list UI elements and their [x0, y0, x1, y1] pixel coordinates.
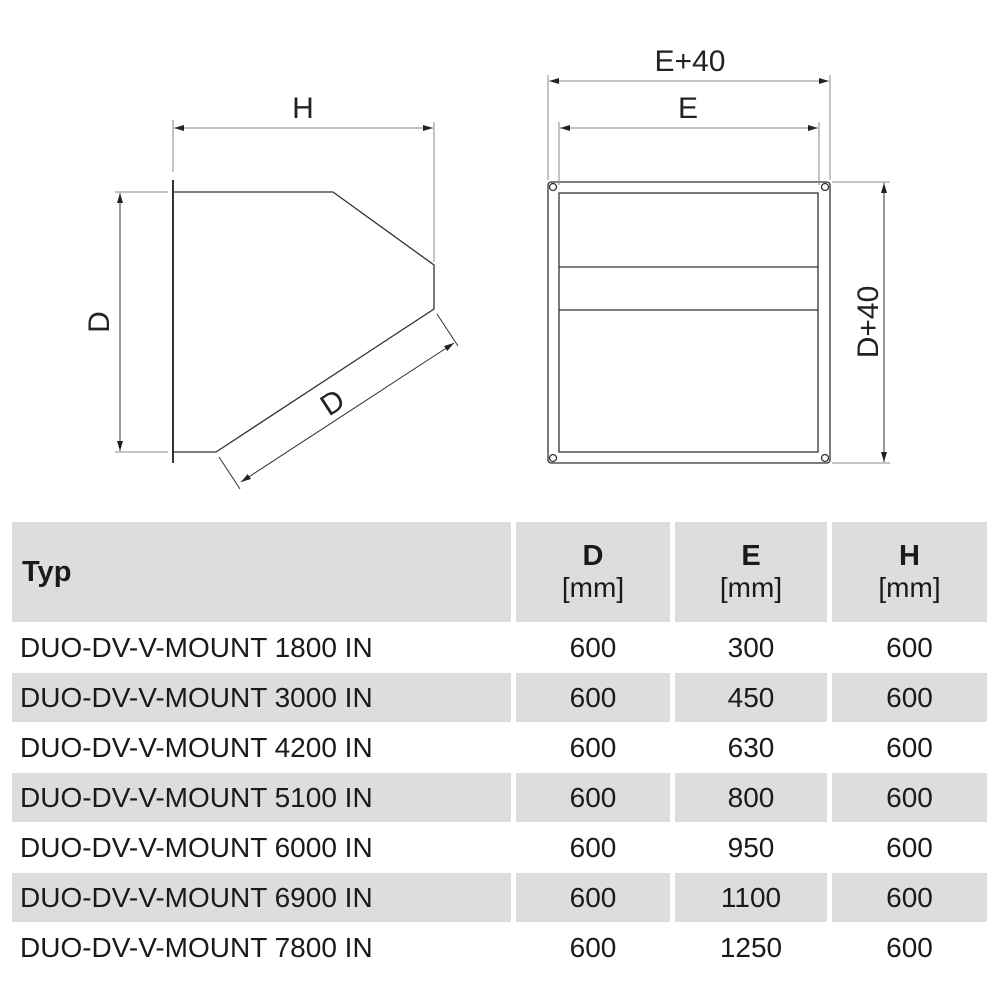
header-d-title: D [582, 540, 604, 572]
header-d-unit: [mm] [561, 572, 625, 603]
header-e: E [mm] [675, 522, 827, 622]
table-cell-h: 600 [886, 631, 933, 663]
table-cell-e: 630 [727, 731, 775, 763]
table-cell-h: 600 [832, 873, 987, 922]
table-cell-e: 950 [727, 831, 775, 863]
table-cell-h: 600 [886, 731, 933, 763]
table-cell-typ: DUO-DV-V-MOUNT 3000 IN [12, 673, 511, 722]
header-typ: Typ [12, 522, 511, 622]
dimension-label-d-diagonal: D [315, 383, 351, 422]
table-cell-d: 600 [569, 631, 617, 663]
dimension-label-e-plus-40: E+40 [655, 45, 726, 78]
table-cell-h: 600 [886, 831, 933, 863]
table-cell-d: 600 [569, 931, 617, 963]
table-cell-typ: DUO-DV-V-MOUNT 6000 IN [20, 831, 373, 863]
header-e-title: E [741, 540, 761, 572]
header-h: H [mm] [832, 522, 987, 622]
technical-drawing: H D D E+40 E D+40 [83, 45, 890, 490]
table-cell-h: 600 [832, 673, 987, 722]
header-e-unit: [mm] [719, 572, 783, 603]
dimension-label-d-vertical: D [83, 311, 116, 333]
table-cell-e: 1250 [719, 931, 783, 963]
table-cell-e: 300 [727, 631, 775, 663]
table-cell-h: 600 [832, 773, 987, 822]
table-cell-typ: DUO-DV-V-MOUNT 1800 IN [20, 631, 373, 663]
dimension-label-d-plus-40: D+40 [852, 286, 885, 359]
table-cell-e: 800 [675, 773, 827, 822]
header-d: D [mm] [516, 522, 670, 622]
header-h-title: H [899, 540, 920, 572]
dimension-label-e: E [678, 92, 698, 125]
front-view [547, 75, 890, 464]
table-cell-d: 600 [516, 773, 670, 822]
table-cell-d: 600 [569, 731, 617, 763]
table-cell-h: 600 [886, 931, 933, 963]
side-view [115, 120, 459, 490]
table-cell-typ: DUO-DV-V-MOUNT 4200 IN [20, 731, 373, 763]
dimension-label-h: H [292, 92, 314, 125]
table-cell-e: 450 [675, 673, 827, 722]
table-cell-typ: DUO-DV-V-MOUNT 6900 IN [12, 873, 511, 922]
header-h-unit: [mm] [878, 572, 941, 603]
table-cell-d: 600 [516, 873, 670, 922]
table-cell-d: 600 [569, 831, 617, 863]
table-cell-e: 1100 [675, 873, 827, 922]
table-cell-d: 600 [516, 673, 670, 722]
table-cell-typ: DUO-DV-V-MOUNT 5100 IN [12, 773, 511, 822]
table-cell-typ: DUO-DV-V-MOUNT 7800 IN [20, 931, 373, 963]
